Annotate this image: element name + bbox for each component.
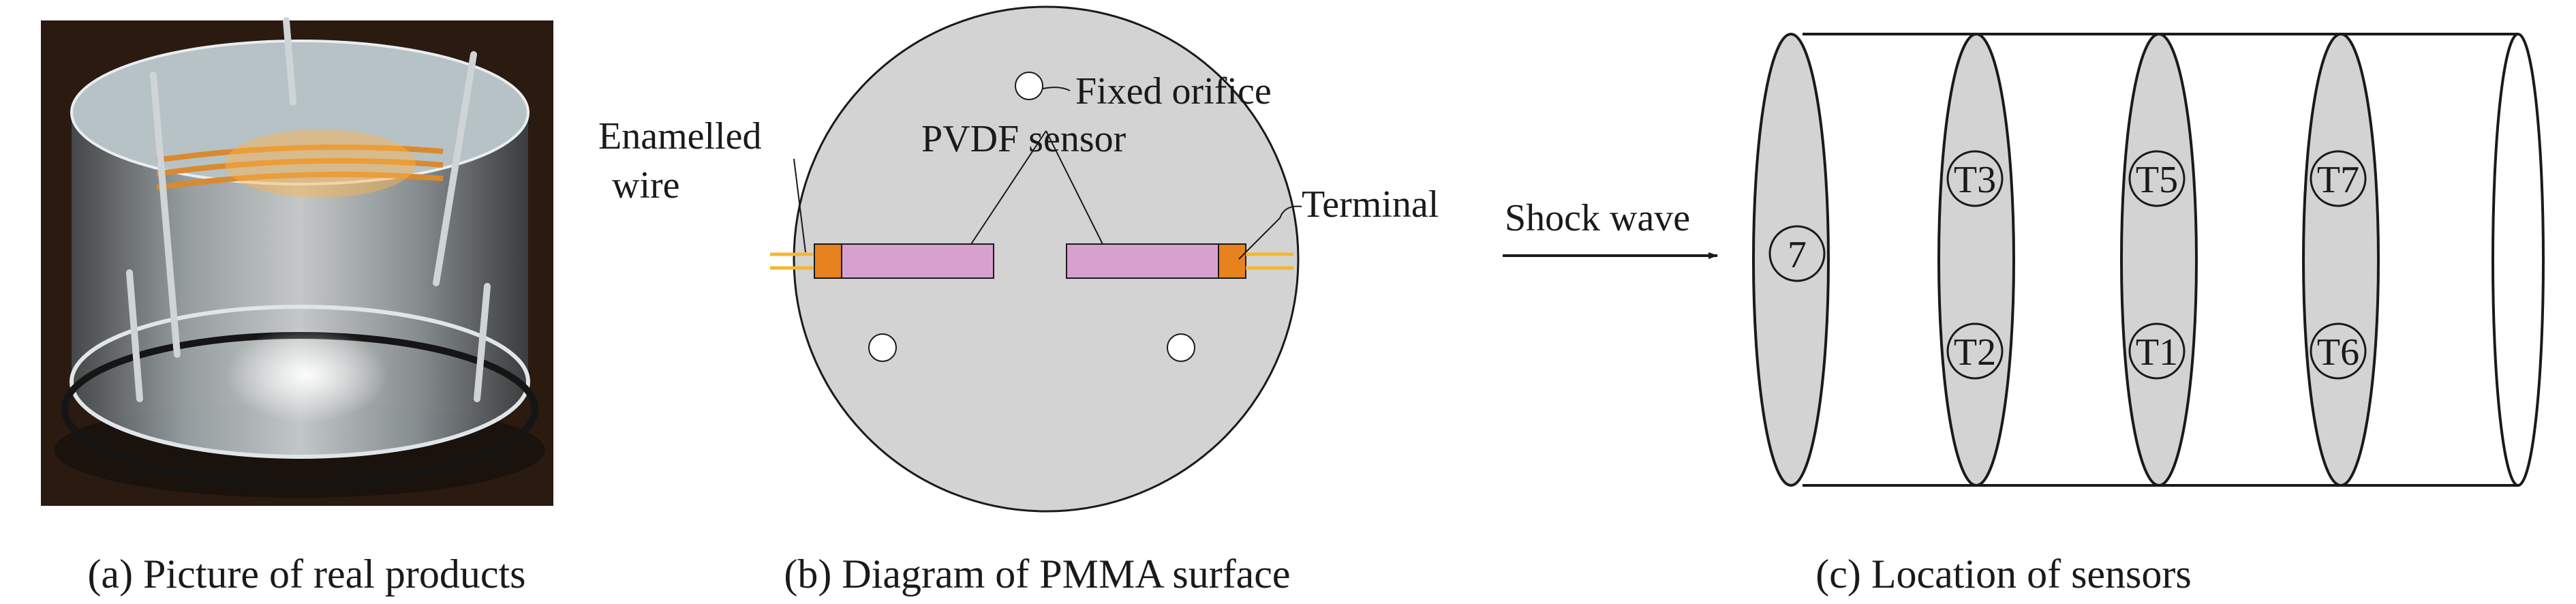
caption-c: (c) Location of sensors: [1815, 552, 2191, 597]
right-sensor-assembly: [1066, 243, 1293, 279]
label-terminal: Terminal: [1302, 183, 1439, 226]
sensor-ring-1: [1752, 33, 1830, 487]
panel-c-diagram: Shock wave 7 T3 T2 T5 T1 T7 T6: [1503, 33, 2545, 487]
pmma-cylinder: [72, 112, 529, 458]
sensor-circles: [1768, 150, 2367, 380]
label-pvdf-sensor: PVDF sensor: [921, 118, 1126, 160]
orifice-hole-right: [1167, 333, 1195, 362]
left-sensor-assembly: [770, 243, 994, 279]
pmma-disk: [793, 5, 1300, 513]
sensor-t6-label: T6: [2317, 331, 2359, 374]
sensor-7-label: 7: [1788, 234, 1807, 276]
pvdf-sensor-right: [1066, 243, 1219, 279]
label-wire: wire: [612, 164, 680, 207]
terminal-right: [1218, 243, 1246, 279]
label-enamelled: Enamelled: [598, 115, 761, 157]
sensor-t2-label: T2: [1954, 331, 1996, 374]
label-fixed-orifice: Fixed orifice: [1075, 70, 1272, 112]
leader-lines: [793, 87, 1302, 260]
caption-b: (b) Diagram of PMMA surface: [784, 552, 1290, 597]
photo-rods: [126, 17, 491, 402]
sensor-t3-label: T3: [1954, 159, 1996, 201]
sensor-t7-label: T7: [2317, 159, 2359, 201]
orifice-hole-left: [868, 333, 897, 362]
pvdf-sensor-left: [841, 243, 994, 279]
panel-a-photo: [41, 17, 553, 506]
sensor-ring-3: [2120, 33, 2198, 487]
label-shock-wave: Shock wave: [1505, 197, 1690, 239]
panel-b-diagram: Fixed orifice Enamelled wire PVDF sensor…: [598, 5, 1439, 513]
sensor-t5-label: T5: [2136, 159, 2178, 201]
terminal-left: [814, 243, 842, 279]
fixed-orifice-hole-top: [1015, 72, 1043, 100]
photo-wires: [156, 144, 444, 190]
caption-a: (a) Picture of real products: [87, 552, 525, 597]
sensor-ring-4: [2302, 33, 2380, 487]
sensor-ring-2: [1937, 33, 2015, 487]
sensor-t1-label: T1: [2136, 331, 2178, 374]
